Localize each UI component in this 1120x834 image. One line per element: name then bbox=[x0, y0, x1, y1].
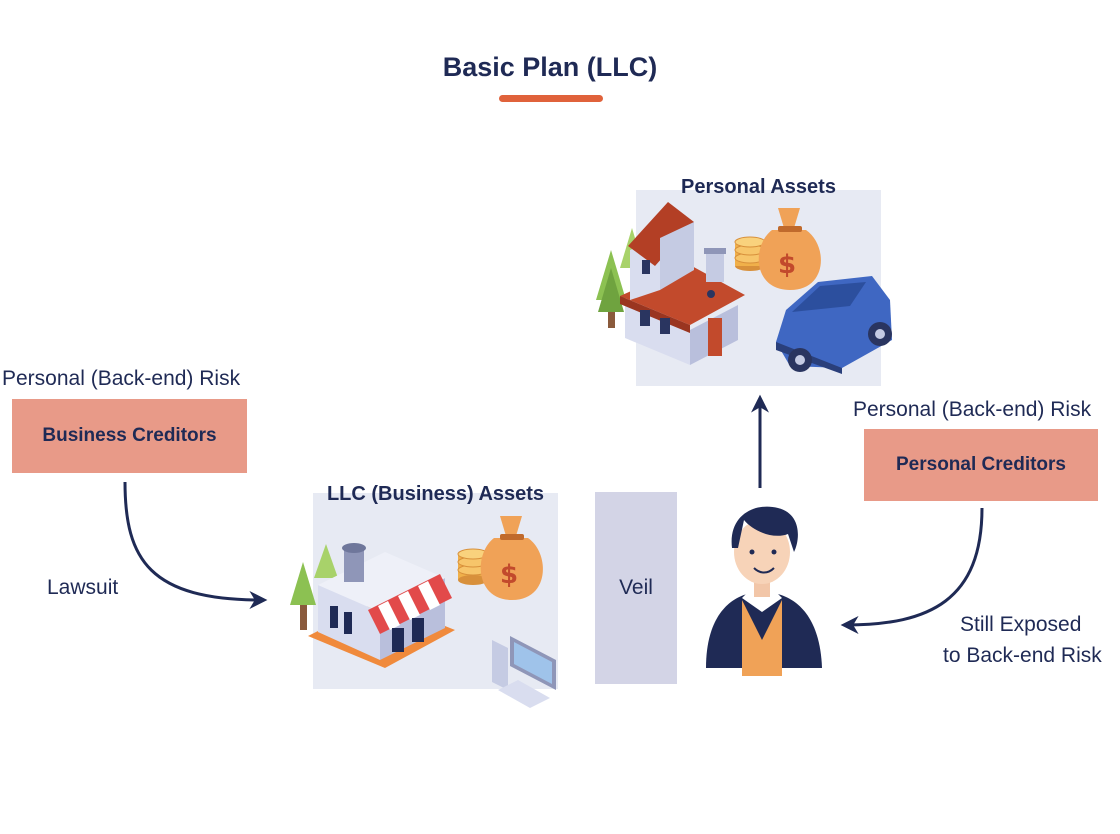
lawsuit-arrow bbox=[123, 481, 268, 609]
still-exposed-label-line2: to Back-end Risk bbox=[943, 644, 1102, 667]
left-risk-label: Personal (Back-end) Risk bbox=[2, 367, 241, 390]
car-icon bbox=[776, 276, 892, 374]
money-bag-icon: $ bbox=[480, 516, 543, 600]
right-risk-label: Personal (Back-end) Risk bbox=[853, 398, 1092, 421]
person-icon bbox=[706, 506, 822, 676]
svg-text:$: $ bbox=[778, 250, 796, 280]
personal-creditors-box: Personal Creditors bbox=[864, 429, 1098, 501]
still-exposed-label-line1: Still Exposed bbox=[960, 613, 1082, 636]
store-icon bbox=[308, 543, 455, 668]
llc-assets-label: LLC (Business) Assets bbox=[326, 483, 545, 505]
tree-icon bbox=[290, 544, 338, 630]
business-creditors-box: Business Creditors bbox=[12, 399, 247, 473]
svg-text:$: $ bbox=[500, 560, 518, 590]
coin-stack-icon bbox=[734, 236, 766, 271]
money-bag-icon: $ bbox=[758, 208, 821, 290]
lawsuit-label: Lawsuit bbox=[47, 576, 119, 599]
veil-label: Veil bbox=[619, 576, 653, 599]
house-icon bbox=[620, 202, 745, 365]
computer-icon bbox=[492, 636, 556, 708]
exposure-arrow bbox=[840, 507, 984, 634]
page-title: Basic Plan (LLC) bbox=[442, 52, 658, 82]
title-underline bbox=[499, 95, 603, 102]
personal-assets-label: Personal Assets bbox=[681, 176, 836, 198]
veil-bar: Veil bbox=[595, 492, 677, 684]
